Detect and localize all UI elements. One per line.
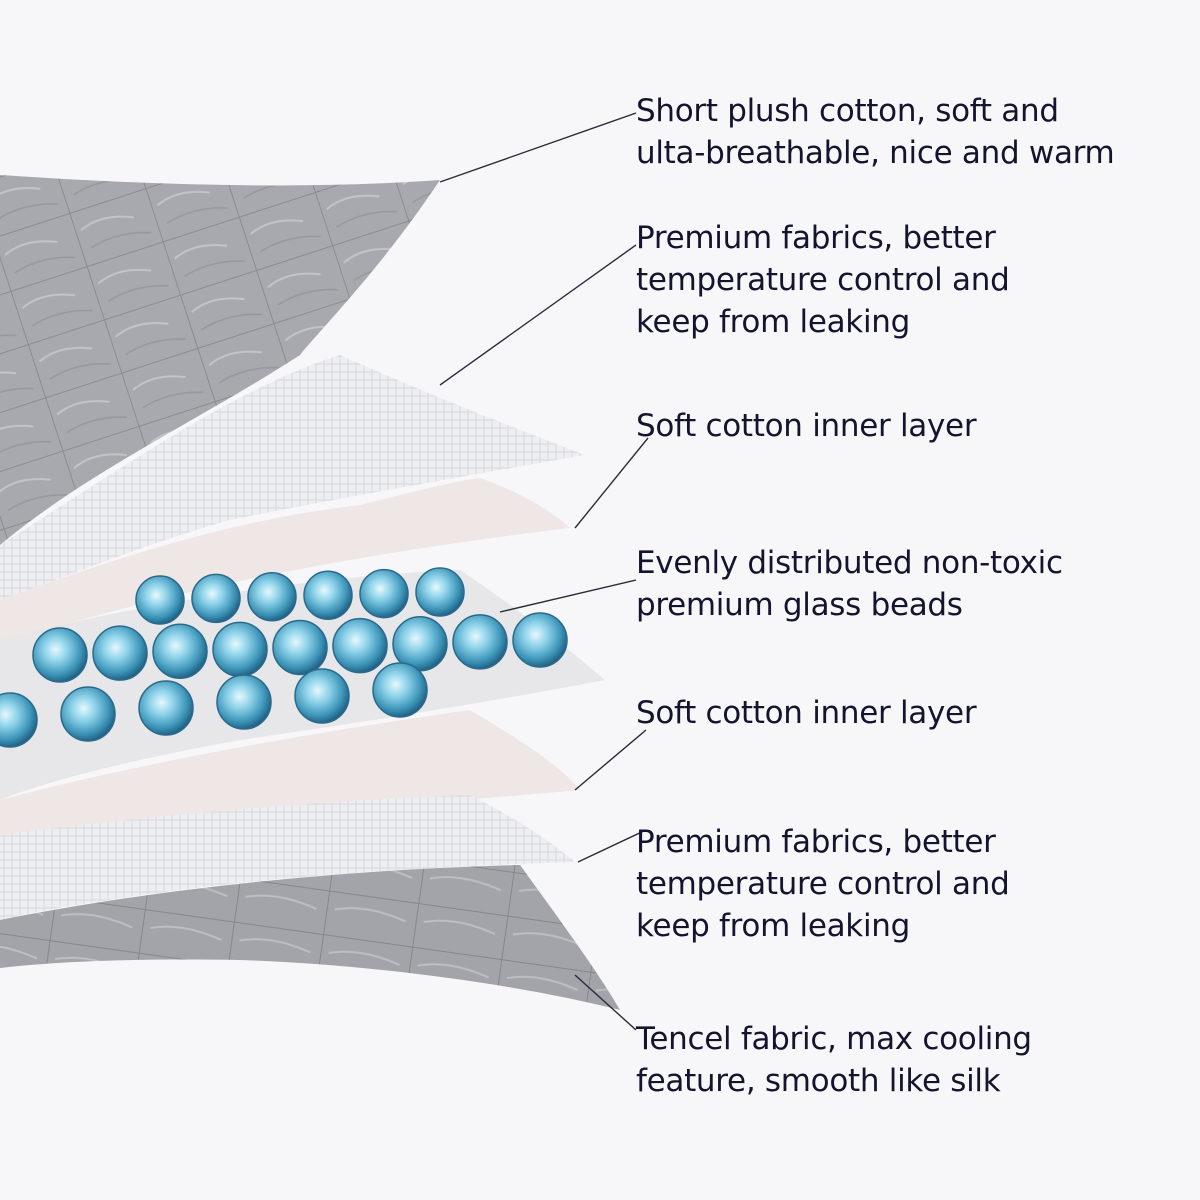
glass-bead (373, 663, 427, 717)
label-line: keep from leaking (636, 301, 1196, 343)
glass-bead (333, 619, 387, 673)
glass-bead (153, 624, 207, 678)
glass-bead (295, 669, 349, 723)
label-bottom-fabric: Premium fabrics, better temperature cont… (636, 821, 1196, 947)
label-bottom-cover: Tencel fabric, max cooling feature, smoo… (636, 1018, 1196, 1102)
glass-bead (360, 570, 408, 618)
leader-line-4 (500, 580, 636, 612)
label-line: Short plush cotton, soft and (636, 90, 1196, 132)
leader-line-2 (440, 245, 636, 385)
glass-bead (513, 613, 567, 667)
label-top-fabric: Premium fabrics, better temperature cont… (636, 217, 1196, 343)
leader-line-3 (575, 438, 648, 528)
label-line: feature, smooth like silk (636, 1060, 1196, 1102)
glass-bead (136, 576, 184, 624)
label-line: ulta-breathable, nice and warm (636, 132, 1196, 174)
leader-line-1 (440, 113, 636, 182)
label-glass-beads: Evenly distributed non-toxic premium gla… (636, 542, 1196, 626)
glass-bead (217, 675, 271, 729)
label-top-cover: Short plush cotton, soft and ulta-breath… (636, 90, 1196, 174)
label-bottom-cotton: Soft cotton inner layer (636, 692, 1196, 734)
glass-bead (273, 621, 327, 675)
label-top-cotton: Soft cotton inner layer (636, 405, 1196, 447)
glass-bead (93, 626, 147, 680)
glass-bead (453, 615, 507, 669)
label-line: temperature control and (636, 863, 1196, 905)
label-line: premium glass beads (636, 584, 1196, 626)
glass-bead (33, 628, 87, 682)
glass-bead (139, 681, 193, 735)
label-line: Soft cotton inner layer (636, 692, 1196, 734)
label-line: Premium fabrics, better (636, 821, 1196, 863)
glass-bead (416, 568, 464, 616)
glass-bead (248, 573, 296, 621)
leader-line-5 (575, 730, 646, 790)
glass-bead (192, 574, 240, 622)
label-line: Evenly distributed non-toxic (636, 542, 1196, 584)
leader-line-7 (575, 975, 636, 1030)
label-line: Soft cotton inner layer (636, 405, 1196, 447)
label-line: Premium fabrics, better (636, 217, 1196, 259)
label-line: Tencel fabric, max cooling (636, 1018, 1196, 1060)
label-line: temperature control and (636, 259, 1196, 301)
label-line: keep from leaking (636, 905, 1196, 947)
glass-bead (61, 687, 115, 741)
glass-bead (304, 571, 352, 619)
glass-bead (213, 622, 267, 676)
